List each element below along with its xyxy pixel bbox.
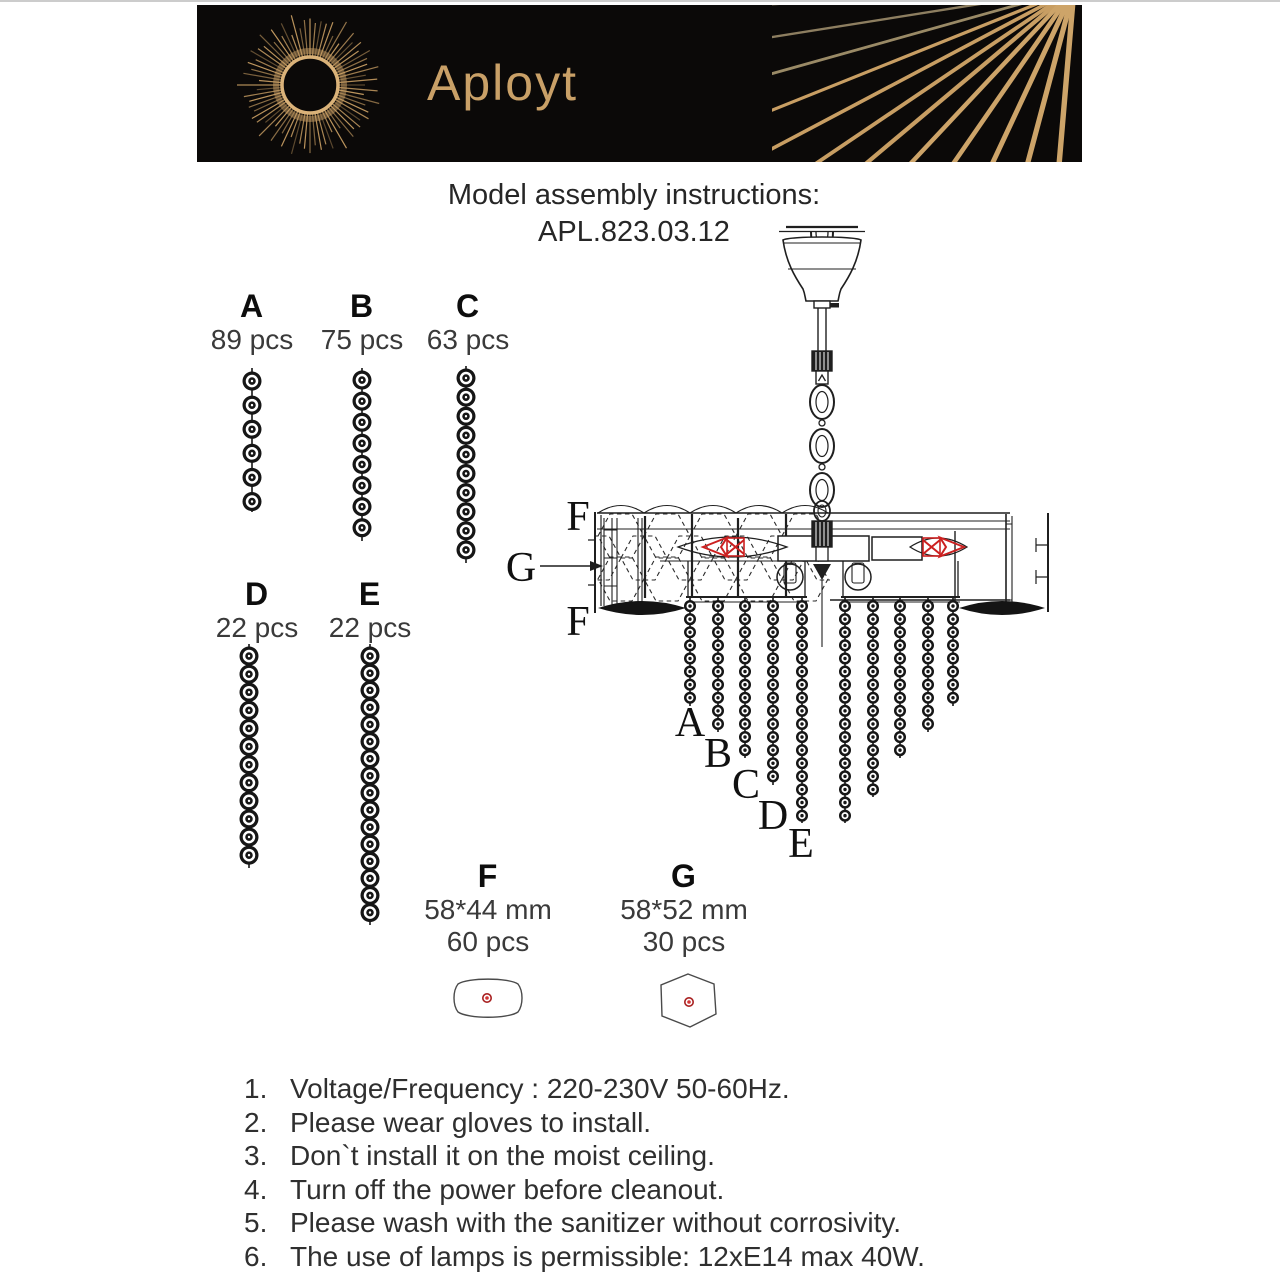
crystal-samples [453,973,717,1028]
callout-f-bottom: F [566,599,590,645]
instruction-number: 2. [244,1106,268,1138]
part-d-label: D [244,576,270,612]
part-d: D 22 pcs [216,576,299,644]
instruction-number: 6. [244,1240,268,1272]
part-f: F 58*44 mm 60 pcs [424,858,552,958]
instruction-text: Turn off the power before cleanout. [290,1173,725,1205]
instruction-text: Please wash with the sanitizer without c… [290,1207,902,1238]
brand-banner: Aployt [197,5,1082,162]
part-g: G 58*52 mm 30 pcs [620,858,748,958]
sunburst-logo-icon [237,15,380,155]
part-g-size: 58*52 mm [620,894,748,925]
callout-d: D [757,793,789,839]
instruction-item: 1. Voltage/Frequency : 220-230V 50-60Hz. [244,1072,925,1106]
instruction-number: 3. [244,1140,268,1171]
callout-f-top: F [566,494,590,540]
instruction-item: 5. Please wash with the sanitizer withou… [244,1206,925,1240]
bulb-left [700,535,745,559]
part-f-label: F [477,858,499,894]
part-a-count: 89 pcs [210,324,294,355]
callout-b: B [703,731,733,777]
part-e: E 22 pcs [329,576,412,644]
part-c-count: 63 pcs [426,324,510,355]
rays-decoration-icon [772,5,1076,162]
instruction-item: 2. Please wear gloves to install. [244,1106,925,1140]
part-c: C 63 pcs [427,288,510,356]
callout-a: A [674,700,706,746]
callout-e: E [788,821,814,867]
instruction-text: Don`t install it on the moist ceiling. [290,1140,715,1171]
instruction-item: 3. Don`t install it on the moist ceiling… [244,1139,925,1173]
instruction-number: 5. [244,1207,268,1238]
instruction-item: 6. The use of lamps is permissible: 12xE… [244,1240,925,1274]
instruction-number: 1. [244,1073,268,1104]
part-b-label: B [349,288,375,324]
chandelier-drawing [540,225,1049,647]
model-code: APL.823.03.12 [538,216,730,248]
part-e-count: 22 pcs [328,612,412,643]
crystal-g-shape [660,973,717,1028]
instruction-text: Please wear gloves to install. [290,1106,652,1138]
callout-c: C [731,762,761,808]
instruction-number: 4. [244,1173,268,1205]
crystal-f-shape [453,978,523,1018]
bulb-right [922,535,967,559]
part-f-count: 60 pcs [446,926,530,957]
page-title: Model assembly instructions: [447,179,821,211]
page-top-edge [0,0,1280,2]
instruction-text: The use of lamps is permissible: 12xE14 … [290,1240,925,1272]
part-a: A 89 pcs [211,288,294,356]
instruction-list: 1. Voltage/Frequency : 220-230V 50-60Hz.… [244,1072,925,1273]
part-g-count: 30 pcs [642,926,726,957]
instruction-item: 4. Turn off the power before cleanout. [244,1173,925,1207]
part-a-label: A [239,288,265,324]
part-d-count: 22 pcs [215,612,299,643]
part-b: B 75 pcs [321,288,404,356]
instruction-text: Voltage/Frequency : 220-230V 50-60Hz. [290,1073,790,1104]
part-c-label: C [455,288,481,324]
part-g-label: G [671,858,697,894]
part-e-label: E [358,576,382,612]
brand-name: Aployt [427,55,578,111]
callout-g: G [505,545,537,591]
part-b-count: 75 pcs [320,324,404,355]
fixture-bead-chains [684,598,959,823]
part-f-size: 58*44 mm [424,894,552,925]
